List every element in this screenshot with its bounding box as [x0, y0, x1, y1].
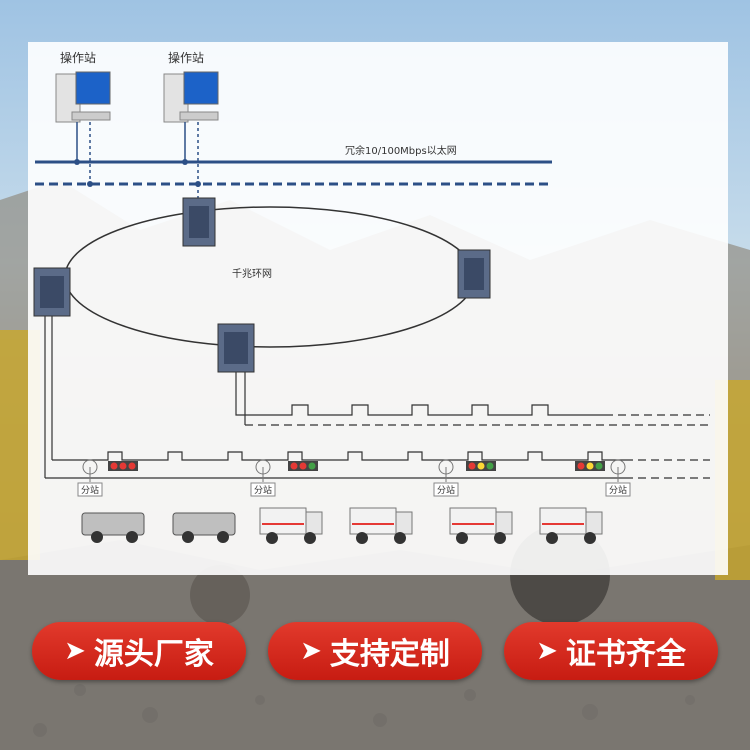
ethernet-label: 冗余10/100Mbps以太网: [345, 144, 457, 157]
truck-icon: [349, 507, 413, 544]
switch-right: [457, 249, 491, 299]
truck-icon: [81, 512, 145, 543]
switch-bottom: [217, 323, 255, 373]
substation-1: 分站: [77, 459, 103, 497]
truck-icon: [449, 507, 513, 544]
truck-icon: [539, 507, 603, 544]
certificates-button[interactable]: ➤ 证书齐全: [504, 622, 718, 680]
station-label: 操作站: [168, 50, 204, 65]
button-label: 证书齐全: [565, 637, 686, 672]
traffic-light-icon: [466, 461, 496, 471]
branch-line-lower: [52, 451, 625, 461]
substation-4: 分站: [605, 459, 631, 497]
button-label: 源头厂家: [93, 637, 214, 672]
operator-station-2: 操作站: [163, 50, 219, 123]
arrow-right-icon: ➤: [64, 636, 86, 666]
source-factory-button[interactable]: ➤ 源头厂家: [32, 622, 246, 680]
customization-button[interactable]: ➤ 支持定制: [268, 622, 482, 680]
operator-station-1: 操作站: [55, 50, 111, 123]
button-label: 支持定制: [329, 637, 450, 672]
traffic-light-icon: [108, 461, 138, 471]
switch-left: [33, 267, 71, 317]
branch-line-upper: [235, 372, 605, 416]
switch-top: [182, 197, 216, 247]
substation-label: 分站: [609, 484, 627, 496]
substation-label: 分站: [254, 484, 272, 496]
substation-2: 分站: [250, 459, 276, 497]
substation-3: 分站: [433, 459, 459, 497]
ring-label: 千兆环网: [232, 268, 272, 280]
traffic-light-icon: [575, 461, 605, 471]
station-label: 操作站: [60, 50, 96, 65]
traffic-light-icon: [288, 461, 318, 471]
truck-icon: [259, 507, 323, 544]
arrow-right-icon: ➤: [300, 636, 322, 666]
arrow-right-icon: ➤: [536, 636, 558, 666]
substation-label: 分站: [437, 484, 455, 496]
truck-icon: [172, 512, 236, 543]
substation-label: 分站: [81, 484, 99, 496]
